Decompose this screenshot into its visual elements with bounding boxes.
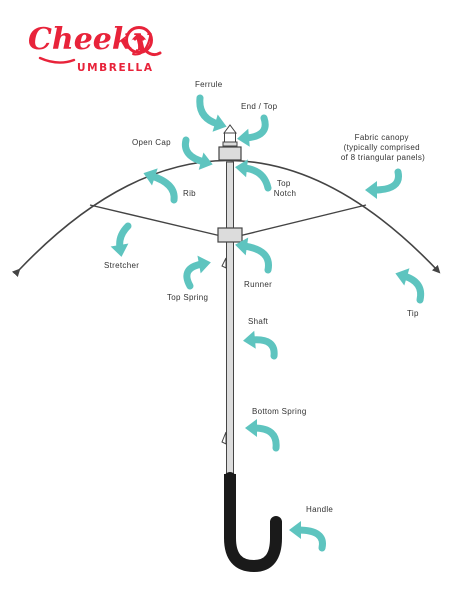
ferrule-arrow [196,94,227,132]
bottom-spring-arrow [245,419,280,452]
tip-arrow [395,268,425,304]
label-shaft: Shaft [248,317,269,326]
top-spring [221,257,227,269]
stretcher-left [89,204,222,237]
top-notch-arrow [235,159,272,192]
label-bottom-spring: Bottom Spring [252,407,307,416]
label-tip: Tip [407,309,419,318]
stretcher-arrow [110,222,132,257]
brand-subtitle: UMBRELLA [77,62,154,74]
top-notch [218,146,242,161]
label-top-notch-line-2: Notch [274,189,296,198]
handle [224,472,282,573]
runner [217,227,243,243]
label-stretcher: Stretcher [104,261,139,270]
label-ferrule: Ferrule [195,80,223,89]
label-open-cap: Open Cap [132,138,171,147]
label-rib: Rib [183,189,196,198]
pointer-arrows [110,94,425,552]
top-spring-arrow [183,255,211,290]
label-top-notch: Top Notch [274,179,296,198]
umbrella-logo-icon [125,26,162,57]
brand-logo: Cheeky UMBRELLA [28,22,162,74]
label-fabric-canopy-line-1: Fabric canopy [355,133,409,142]
label-top-spring: Top Spring [167,293,208,302]
label-handle: Handle [306,505,333,514]
ferrule [222,124,238,147]
open-cap-arrow [181,136,213,170]
shaft-arrow [243,330,278,360]
label-end-top: End / Top [241,102,278,111]
label-fabric-canopy-line-3: of 8 triangular panels) [341,153,425,162]
rib-arrow [143,168,178,204]
runner-arrow [235,237,272,274]
brand-swoosh [38,56,76,64]
label-top-notch-line-1: Top [277,179,291,188]
bottom-spring [221,431,227,445]
shaft [226,161,234,481]
label-fabric-canopy: Fabric canopy (typically comprised of 8 … [341,133,425,162]
stretcher-right [238,204,367,237]
end-top-arrow [237,114,269,147]
label-fabric-canopy-line-2: (typically comprised [344,143,420,152]
handle-collar [224,474,236,478]
handle-arrow [289,521,326,552]
label-runner: Runner [244,280,272,289]
fabric-canopy-arrow [365,168,402,199]
